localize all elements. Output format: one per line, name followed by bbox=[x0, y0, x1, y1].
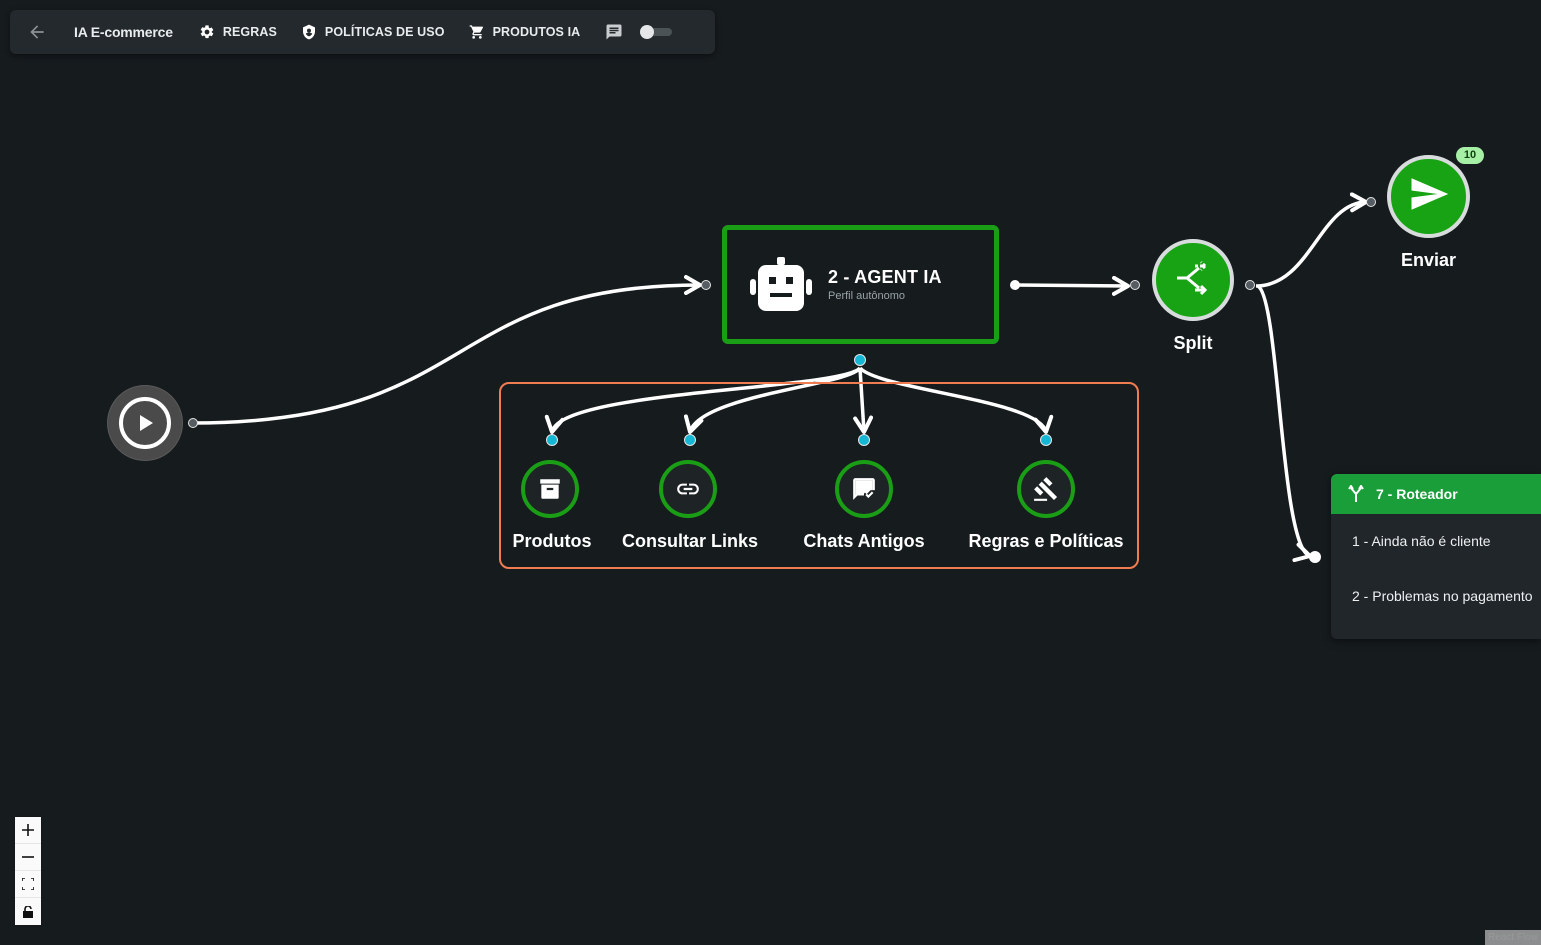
rules-button[interactable]: REGRAS bbox=[199, 24, 277, 40]
policies-button[interactable]: POLÍTICAS DE USO bbox=[301, 24, 445, 40]
gear-icon bbox=[199, 24, 215, 40]
fork-icon bbox=[1348, 485, 1364, 503]
tool-chats-antigos-label: Chats Antigos bbox=[803, 531, 925, 551]
tool-regras-politicas-label: Regras e Políticas bbox=[968, 531, 1124, 551]
ai-products-button[interactable]: PRODUTOS IA bbox=[469, 24, 581, 40]
router-target-handle[interactable] bbox=[1309, 551, 1321, 563]
tools-group bbox=[499, 382, 1139, 569]
chat-check-icon bbox=[835, 460, 893, 518]
tool-regras-politicas[interactable]: Regras e Políticas bbox=[966, 460, 1126, 552]
react-flow-attribution[interactable]: React Flow bbox=[1484, 930, 1541, 945]
mode-toggle[interactable] bbox=[640, 25, 673, 39]
start-source-handle[interactable] bbox=[188, 418, 198, 428]
tool-produtos[interactable]: Produtos bbox=[502, 460, 602, 552]
zoom-out-icon[interactable] bbox=[15, 844, 41, 871]
edge-split-router bbox=[1256, 284, 1312, 563]
zoom-controls bbox=[15, 817, 41, 925]
robot-icon bbox=[750, 256, 812, 313]
split-source-handle[interactable] bbox=[1245, 280, 1255, 290]
top-toolbar: IA E-commerce REGRAS POLÍTICAS DE USO PR… bbox=[10, 10, 715, 54]
send-count-badge: 10 bbox=[1456, 147, 1484, 164]
zoom-in-icon[interactable] bbox=[15, 817, 41, 844]
router-option[interactable]: 1 - Ainda não é cliente bbox=[1352, 533, 1491, 549]
tool-consultar-links[interactable]: Consultar Links bbox=[620, 460, 760, 552]
chats-target-handle[interactable] bbox=[858, 434, 870, 446]
start-node[interactable] bbox=[108, 386, 182, 460]
shield-icon bbox=[301, 24, 317, 40]
split-icon bbox=[1173, 258, 1213, 303]
policies-label: POLÍTICAS DE USO bbox=[324, 25, 445, 39]
gavel-icon bbox=[1017, 460, 1075, 518]
chat-icon[interactable] bbox=[604, 22, 624, 42]
toggle-track bbox=[642, 28, 673, 36]
ai-products-label: PRODUTOS IA bbox=[492, 25, 581, 39]
edge-agent-split bbox=[1014, 275, 1130, 296]
lock-icon[interactable] bbox=[15, 898, 41, 925]
agent-source-handle[interactable] bbox=[1010, 280, 1020, 290]
archive-icon bbox=[521, 460, 579, 518]
rules-label: REGRAS bbox=[222, 25, 277, 39]
send-node[interactable] bbox=[1387, 155, 1470, 238]
flow-title: IA E-commerce bbox=[74, 24, 173, 40]
split-label: Split bbox=[1173, 333, 1213, 353]
produtos-target-handle[interactable] bbox=[546, 434, 558, 446]
router-header[interactable]: 7 - Roteador bbox=[1331, 474, 1541, 514]
router-title: 7 - Roteador bbox=[1376, 486, 1458, 502]
agent-tools-handle[interactable] bbox=[854, 354, 866, 366]
regras-target-handle[interactable] bbox=[1040, 434, 1052, 446]
links-target-handle[interactable] bbox=[684, 434, 696, 446]
edge-split-send bbox=[1255, 192, 1368, 288]
agent-target-handle[interactable] bbox=[701, 280, 711, 290]
split-node[interactable] bbox=[1152, 239, 1234, 321]
play-icon bbox=[119, 397, 171, 449]
fit-view-icon[interactable] bbox=[15, 871, 41, 898]
arrow-left-icon[interactable] bbox=[26, 21, 48, 43]
send-target-handle[interactable] bbox=[1366, 197, 1376, 207]
split-target-handle[interactable] bbox=[1130, 280, 1140, 290]
tool-produtos-label: Produtos bbox=[512, 531, 592, 551]
router-node[interactable]: 7 - Roteador 1 - Ainda não é cliente 2 -… bbox=[1331, 474, 1541, 639]
send-label: Enviar bbox=[1400, 250, 1457, 270]
agent-title: 2 - AGENT IA bbox=[828, 267, 942, 287]
agent-subtitle: Perfil autônomo bbox=[828, 290, 906, 302]
send-icon bbox=[1408, 173, 1450, 220]
tool-chats-antigos[interactable]: Chats Antigos bbox=[799, 460, 929, 552]
agent-node[interactable]: 2 - AGENT IA Perfil autônomo bbox=[722, 225, 999, 344]
router-option[interactable]: 2 - Problemas no pagamento bbox=[1352, 588, 1533, 604]
toggle-knob bbox=[640, 25, 655, 39]
cart-icon bbox=[469, 24, 485, 40]
tool-consultar-links-label: Consultar Links bbox=[621, 531, 759, 551]
link-icon bbox=[659, 460, 717, 518]
